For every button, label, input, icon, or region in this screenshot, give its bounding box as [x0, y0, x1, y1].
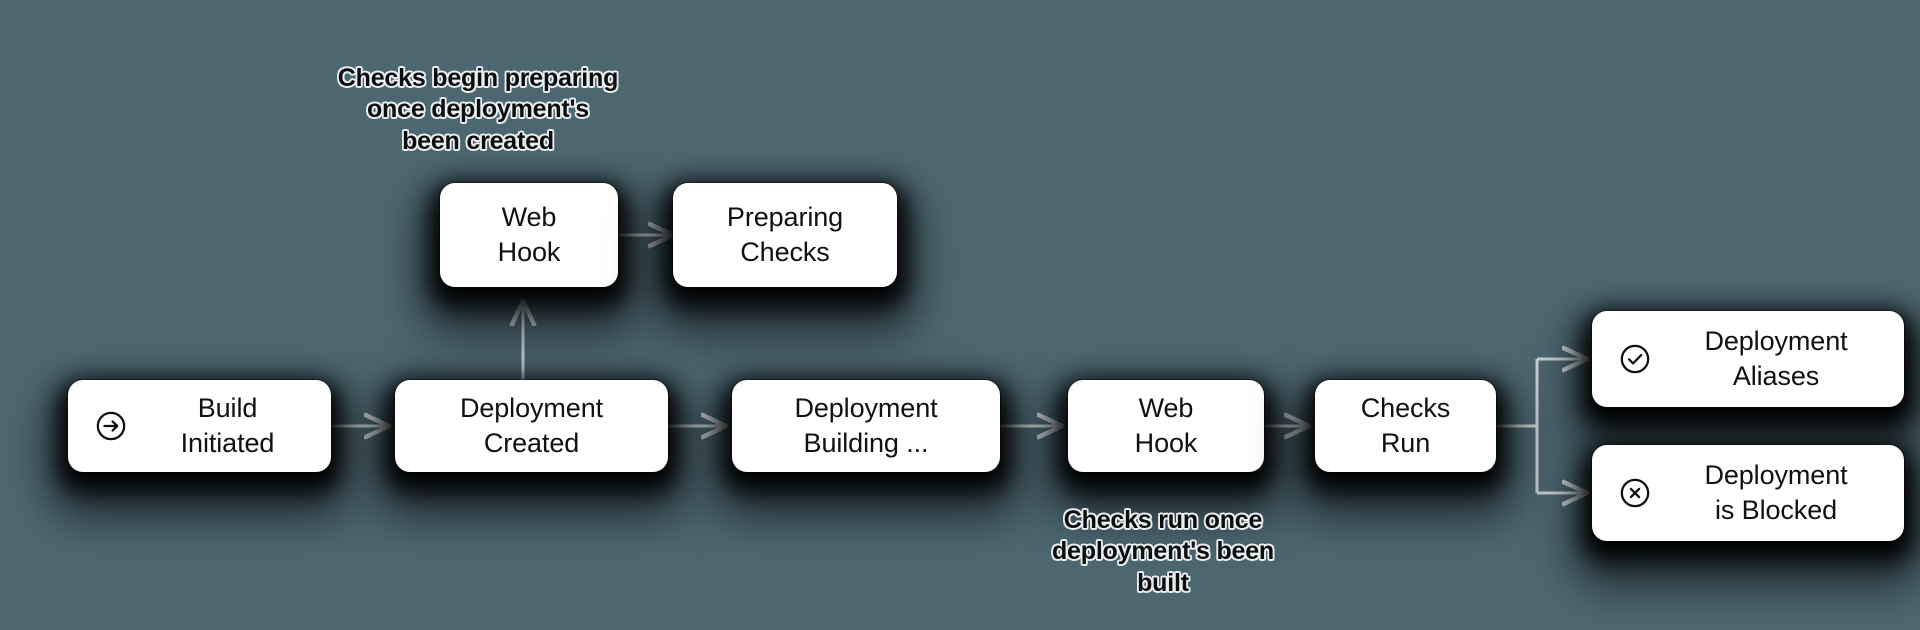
node-deployment-created-label: Deployment Created [459, 392, 604, 458]
node-checks-run[interactable]: Checks Run [1315, 380, 1496, 472]
node-deployment-aliases-label: Deployment Aliases [1704, 325, 1848, 391]
check-circle-icon [1618, 342, 1652, 376]
node-deployment-blocked[interactable]: Deployment is Blocked [1592, 445, 1904, 541]
node-deployment-aliases[interactable]: Deployment Aliases [1592, 311, 1904, 407]
node-webhook-main[interactable]: Web Hook [1068, 380, 1264, 472]
node-deployment-building-label: Deployment Building ... [794, 392, 938, 458]
node-checks-run-label: Checks Run [1360, 392, 1451, 458]
node-preparing-checks[interactable]: Preparing Checks [673, 183, 897, 287]
node-webhook-main-label: Web Hook [1134, 392, 1198, 458]
node-deployment-building[interactable]: Deployment Building ... [732, 380, 1000, 472]
node-webhook-top[interactable]: Web Hook [440, 183, 618, 287]
node-preparing-checks-label: Preparing Checks [726, 201, 844, 267]
node-build-initiated[interactable]: Build Initiated [68, 380, 331, 472]
node-deployment-blocked-label: Deployment is Blocked [1704, 459, 1848, 525]
arrow-right-circle-icon [94, 409, 128, 443]
node-build-initiated-label: Build Initiated [180, 392, 275, 458]
annotation-checks-run: Checks run once deployment's been built [1051, 506, 1275, 597]
node-deployment-created[interactable]: Deployment Created [395, 380, 668, 472]
annotation-checks-prepare: Checks begin preparing once deployment's… [337, 64, 619, 155]
x-circle-icon [1618, 476, 1652, 510]
node-webhook-top-label: Web Hook [497, 201, 561, 267]
